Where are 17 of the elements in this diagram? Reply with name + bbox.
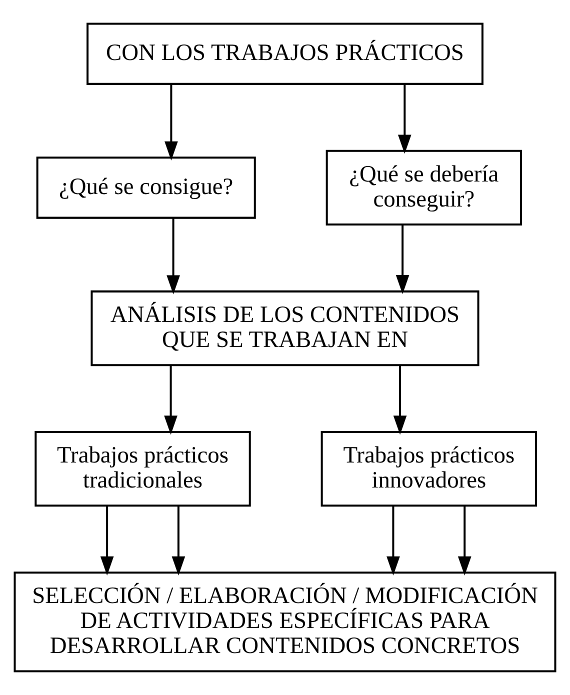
arrow — [166, 218, 180, 294]
arrow — [164, 365, 178, 435]
node-box: ¿Qué se consigue? — [36, 156, 256, 219]
arrow — [172, 506, 186, 576]
node-box: Trabajos prácticos tradicionales — [34, 431, 251, 507]
arrow — [386, 506, 400, 576]
arrow — [164, 84, 178, 160]
node-box: Trabajos prácticos innovadores — [320, 431, 538, 507]
arrow — [393, 365, 407, 435]
node-box: ¿Qué se debería conseguir? — [326, 150, 522, 226]
node-box: SELECCIÓN / ELABORACIÓN / MODIFICACIÓN DE ACTIVIDADES ESPECÍFICAS PARA DESARROLLAR CONTENIDOS CONCRETOS — [14, 572, 556, 672]
arrow — [100, 506, 114, 576]
arrow — [458, 506, 472, 576]
arrow — [396, 224, 410, 294]
node-box: ANÁLISIS DE LOS CONTENIDOS QUE SE TRABAJAN EN — [90, 290, 480, 366]
node-box: CON LOS TRABAJOS PRÁCTICOS — [86, 22, 484, 85]
arrow — [398, 84, 412, 154]
